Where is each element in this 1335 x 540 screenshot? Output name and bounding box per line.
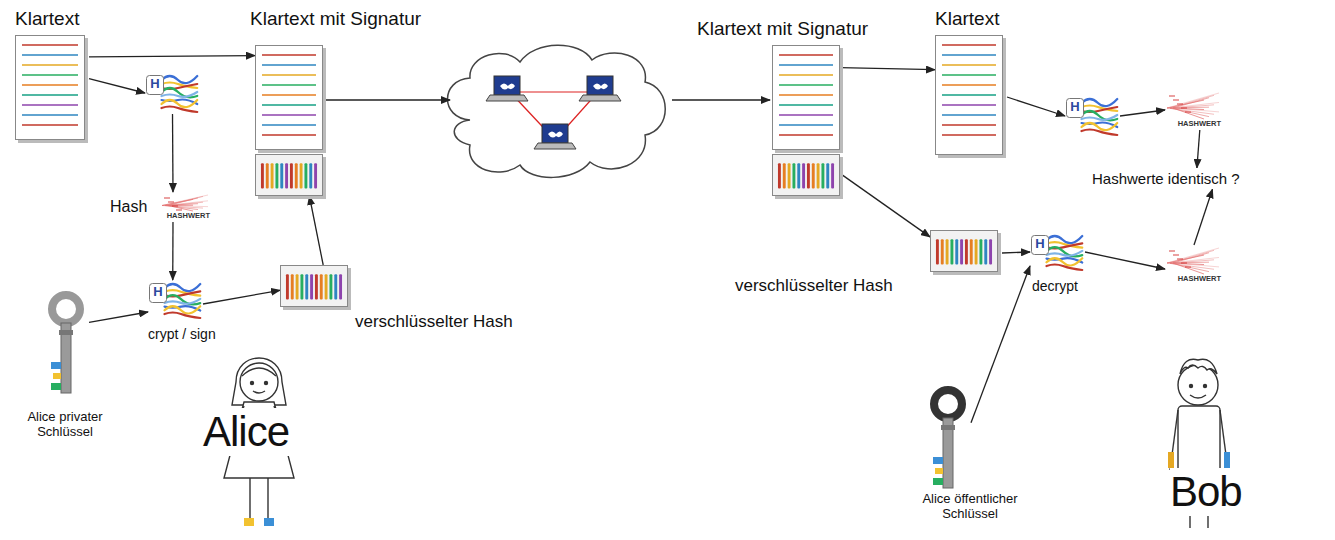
person-name: Alice: [203, 408, 289, 456]
document-node: Klartext: [935, 8, 1015, 168]
hash-function-letter: H: [1067, 100, 1083, 115]
laptop: [534, 124, 576, 149]
hash-function-letter: H: [150, 285, 166, 300]
flow-arrow: [309, 196, 323, 265]
flow-arrow: [840, 68, 935, 70]
encrypted-hash-label: verschlüsselter Hash: [735, 276, 893, 296]
flow-arrow: [172, 114, 174, 192]
flow-arrow: [1197, 130, 1200, 168]
hash-function-icon: H: [148, 280, 203, 320]
signature-block: [255, 154, 327, 200]
flow-arrow: [1002, 252, 1030, 253]
laptop: [579, 76, 621, 101]
flow-arrow: [1194, 189, 1212, 245]
hash-function-letter: H: [147, 77, 163, 92]
signed-document-node: Klartext mit Signatur: [697, 18, 897, 208]
flow-arrow: [672, 99, 770, 100]
encrypted-hash-label: verschlüsselter Hash: [355, 312, 513, 332]
text-node: Hashwerte identisch ?: [1088, 168, 1244, 189]
document-icon: [935, 35, 1007, 159]
key-node: Alice öffentlicher Schlüssel: [905, 385, 1035, 535]
flow-arrow: [840, 173, 930, 237]
hash-function-node: H: [1065, 95, 1120, 137]
hash-function-node: Hcrypt / sign: [148, 280, 248, 350]
document-icon: [15, 35, 89, 144]
hash-function-icon: H: [145, 72, 200, 114]
hash-value-icon: HASHWERT: [1165, 245, 1223, 285]
hash-value-node: HASHWERT: [1165, 245, 1223, 285]
key-label: Alice privater Schlüssel: [10, 410, 120, 440]
key-node: Alice privater Schlüssel: [10, 290, 120, 450]
signed-document-node: Klartext mit Signatur: [250, 8, 450, 208]
key-label: Alice öffentlicher Schlüssel: [905, 492, 1035, 522]
hash-function-node: H: [145, 72, 200, 114]
hash-value-text: HASHWERT: [1177, 120, 1222, 129]
signed-document: [772, 45, 840, 196]
flow-arrow: [89, 312, 148, 322]
encrypted-hash-node: verschlüsselter Hash: [735, 228, 1000, 298]
document-icon: [772, 45, 844, 154]
document-icon: [255, 45, 327, 154]
hash-value-node: HASHWERT: [1165, 90, 1223, 130]
signature-block: [930, 230, 1002, 276]
key-icon: [43, 290, 89, 398]
flow-arrow: [89, 79, 145, 93]
flow-arrow: [1120, 110, 1165, 116]
hash-function-node: Hdecrypt: [1030, 232, 1100, 302]
hash-label: Hash: [110, 198, 147, 216]
hash-function-letter: H: [1032, 237, 1048, 252]
signature-block: [280, 265, 352, 311]
document-node: Klartext: [15, 8, 95, 153]
hash-function-icon: H: [1030, 232, 1085, 272]
flow-arrow: [1007, 97, 1065, 116]
flow-arrow: [89, 56, 255, 57]
flow-arrow: [971, 266, 1030, 423]
flow-arrow: [326, 99, 450, 100]
flow-arrow: [172, 222, 174, 280]
hash-value-icon: HASHWERT: [160, 192, 212, 222]
person-name: Bob: [1170, 468, 1242, 516]
key-icon: [925, 385, 971, 493]
hash-value-icon: HASHWERT: [1165, 90, 1223, 130]
step-label: crypt / sign: [148, 326, 216, 342]
document-heading: Klartext mit Signatur: [250, 8, 421, 30]
hash-function-icon: H: [1065, 95, 1120, 137]
signed-document: [255, 45, 323, 196]
hash-value-text: HASHWERT: [166, 212, 211, 221]
flow-arrow: [203, 290, 280, 304]
hash-value-node: HashHASHWERT: [110, 192, 215, 224]
encrypted-hash-node: verschlüsselter Hash: [278, 263, 548, 333]
step-label: decrypt: [1032, 278, 1078, 294]
hash-value-text: HASHWERT: [1177, 275, 1222, 284]
network-cloud: [448, 45, 666, 177]
flow-arrow: [1085, 252, 1165, 269]
document-heading: Klartext: [15, 8, 79, 30]
document-heading: Klartext mit Signatur: [697, 18, 868, 40]
signature-block: [772, 154, 844, 200]
laptop: [486, 76, 528, 101]
comparison-label: Hashwerte identisch ?: [1088, 168, 1244, 189]
document-heading: Klartext: [935, 8, 999, 30]
